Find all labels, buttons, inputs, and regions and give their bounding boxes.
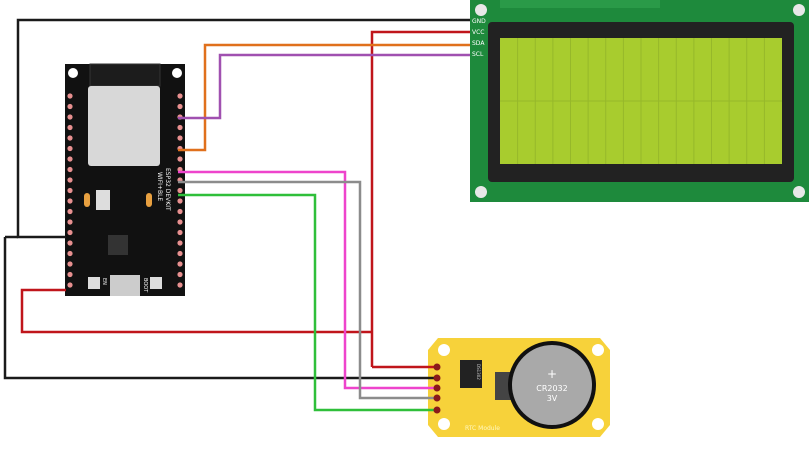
- esp32-pin: [177, 229, 183, 236]
- usb-port: [110, 275, 140, 296]
- esp32-pin: [67, 135, 73, 141]
- esp32-pin: [177, 250, 183, 257]
- esp32-module-shield: [88, 86, 160, 166]
- esp32-pin: [67, 124, 73, 131]
- esp32-subtitle: WIFI+BLE: [156, 172, 163, 201]
- esp32-pin: [67, 187, 73, 194]
- esp32-board: ESP32 DEVKIT WIFI+BLE EN BOOT: [65, 63, 185, 296]
- wire-scl-lcd: [178, 53, 470, 120]
- wire-sda-lcd: [178, 43, 470, 152]
- esp32-pin: [67, 240, 73, 246]
- esp32-pin: [177, 240, 183, 246]
- lcd-pin-sda: SDA: [472, 40, 485, 47]
- boot-button[interactable]: [150, 277, 162, 289]
- esp32-pin: [67, 156, 73, 162]
- wire-rtc-gray: [178, 180, 435, 400]
- lcd-header-pins: [500, 0, 660, 8]
- wire-gnd-lcd: [16, 18, 470, 239]
- esp32-pin: [177, 198, 183, 204]
- esp32-title: ESP32 DEVKIT: [164, 168, 171, 211]
- esp32-pin: [177, 271, 183, 278]
- esp32-pin: [177, 135, 183, 141]
- battery: [512, 345, 592, 425]
- esp32-pin: [67, 93, 73, 99]
- esp32-pin: [67, 261, 73, 267]
- rtc-module: DS1302 + CR2032 3V RTC Module: [428, 338, 610, 437]
- esp32-pin: [177, 219, 183, 225]
- wire-vcc: [20, 30, 470, 369]
- wires: [3, 18, 470, 412]
- lcd-pin-gnd: GND: [472, 18, 486, 25]
- boot-label: BOOT: [142, 278, 148, 293]
- rtc-label: RTC Module: [465, 425, 500, 432]
- lcd-module: GND VCC SDA SCL: [470, 0, 809, 202]
- esp32-pin: [177, 282, 183, 288]
- esp32-pin: [67, 229, 73, 236]
- wire-gnd-rtc: [3, 235, 435, 380]
- battery-type: CR2032: [536, 384, 568, 393]
- battery-plus: +: [547, 367, 557, 381]
- esp32-pin: [67, 208, 73, 215]
- rtc-chip: [460, 360, 482, 388]
- esp32-pin: [67, 145, 73, 152]
- esp32-pin: [67, 103, 73, 110]
- esp32-pin: [177, 208, 183, 215]
- esp32-pin: [177, 156, 183, 162]
- wire-rtc-pink: [178, 170, 435, 390]
- rtc-chip-label: DS1302: [476, 364, 481, 380]
- rtc-pins: [433, 363, 441, 414]
- esp32-pin: [177, 261, 183, 267]
- esp32-pin: [67, 271, 73, 278]
- en-button[interactable]: [88, 277, 100, 289]
- esp32-pin: [67, 114, 73, 120]
- wire-rtc-green: [178, 193, 435, 412]
- esp32-pin: [67, 250, 73, 257]
- esp32-pin: [67, 282, 73, 288]
- esp32-pin: [67, 166, 73, 173]
- esp32-pin: [177, 124, 183, 131]
- esp32-pin: [67, 198, 73, 204]
- esp32-pin: [177, 103, 183, 110]
- battery-voltage: 3V: [547, 394, 558, 403]
- esp32-pin: [177, 93, 183, 99]
- esp32-pin: [67, 219, 73, 225]
- esp32-pin: [67, 177, 73, 183]
- esp32-pin: [177, 187, 183, 194]
- lcd-pin-scl: SCL: [472, 51, 484, 58]
- lcd-pin-vcc: VCC: [472, 29, 484, 36]
- en-label: EN: [101, 278, 107, 285]
